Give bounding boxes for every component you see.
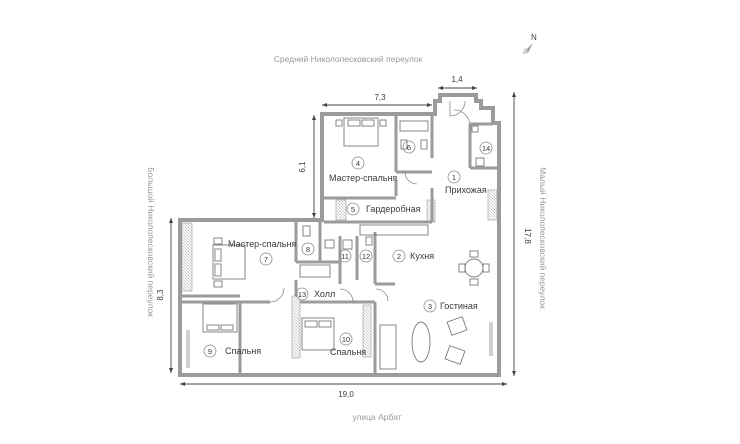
outer-wall bbox=[178, 93, 501, 377]
hatched-wall bbox=[291, 295, 301, 359]
room-name-10: Спальня bbox=[330, 347, 366, 357]
svg-text:8: 8 bbox=[306, 245, 310, 254]
svg-text:9: 9 bbox=[208, 347, 212, 356]
svg-text:2: 2 bbox=[397, 252, 401, 261]
room-number-12: 12 bbox=[359, 249, 373, 263]
dim-left-upper: 6,1 bbox=[298, 161, 307, 173]
doors bbox=[269, 100, 471, 303]
street-right: Малый Николопесковский переулок bbox=[538, 167, 548, 309]
furniture-bed bbox=[202, 303, 238, 333]
furniture-bath bbox=[399, 120, 485, 167]
dim-bottom: 19,0 bbox=[338, 390, 354, 399]
hatched-wall bbox=[181, 222, 193, 292]
room-number-6: 6 bbox=[402, 140, 416, 154]
room-name-3: Гостиная bbox=[440, 301, 478, 311]
room-number-11: 11 bbox=[338, 249, 352, 263]
furniture-living bbox=[379, 316, 468, 370]
furniture-bed bbox=[212, 237, 246, 288]
hatched-wall bbox=[335, 199, 347, 221]
room-name-7: Мастер-спальня bbox=[228, 239, 296, 249]
dimension-lines bbox=[169, 86, 516, 386]
room-name-1: Прихожая bbox=[445, 185, 487, 195]
room-name-4: Мастер-спальня bbox=[329, 173, 397, 183]
room-name-2: Кухня bbox=[410, 251, 434, 261]
svg-text:4: 4 bbox=[356, 159, 360, 168]
windows bbox=[186, 322, 493, 368]
room-number-10: 10 bbox=[339, 332, 353, 346]
svg-text:13: 13 bbox=[298, 290, 306, 299]
room-number-1: 1 bbox=[447, 170, 461, 184]
hatched-wall bbox=[362, 304, 372, 358]
room-number-9: 9 bbox=[203, 344, 217, 358]
room-number-13: 13 bbox=[295, 287, 309, 301]
dim-right: 17,8 bbox=[523, 228, 532, 244]
svg-text:14: 14 bbox=[482, 144, 490, 153]
room-number-14: 14 bbox=[479, 141, 493, 155]
north-arrow-icon bbox=[522, 43, 533, 54]
dim-top-left: 7,3 bbox=[374, 93, 386, 102]
dim-left-lower: 8,3 bbox=[156, 289, 165, 301]
street-top: Средний Николопесковский переулок bbox=[274, 54, 423, 64]
room-name-5: Гардеробная bbox=[366, 204, 421, 214]
room-number-5: 5 bbox=[346, 202, 360, 216]
room-number-4: 4 bbox=[351, 156, 365, 170]
svg-text:10: 10 bbox=[342, 335, 350, 344]
street-left: Большой Николопесковский переулок bbox=[146, 167, 156, 317]
svg-text:12: 12 bbox=[362, 252, 370, 261]
room-name-9: Спальня bbox=[225, 346, 261, 356]
svg-text:3: 3 bbox=[428, 302, 432, 311]
svg-text:5: 5 bbox=[351, 205, 355, 214]
furniture-bed bbox=[335, 117, 387, 147]
north-label: N bbox=[531, 33, 537, 42]
room-number-2: 2 bbox=[392, 249, 406, 263]
room-number-8: 8 bbox=[301, 242, 315, 256]
furniture-kitchen bbox=[359, 224, 490, 286]
svg-text:1: 1 bbox=[452, 173, 456, 182]
furniture-bed bbox=[301, 317, 335, 351]
furniture-bath bbox=[299, 225, 353, 278]
svg-text:6: 6 bbox=[407, 143, 411, 152]
svg-text:7: 7 bbox=[264, 255, 268, 264]
room-number-3: 3 bbox=[423, 299, 437, 313]
interior-walls bbox=[182, 116, 497, 373]
room-name-13: Холл bbox=[314, 289, 335, 299]
street-bottom: улица Арбат bbox=[352, 412, 401, 422]
dim-top-right: 1,4 bbox=[451, 75, 463, 84]
room-number-7: 7 bbox=[259, 252, 273, 266]
hatched-wall bbox=[487, 189, 498, 221]
svg-text:11: 11 bbox=[341, 252, 349, 261]
